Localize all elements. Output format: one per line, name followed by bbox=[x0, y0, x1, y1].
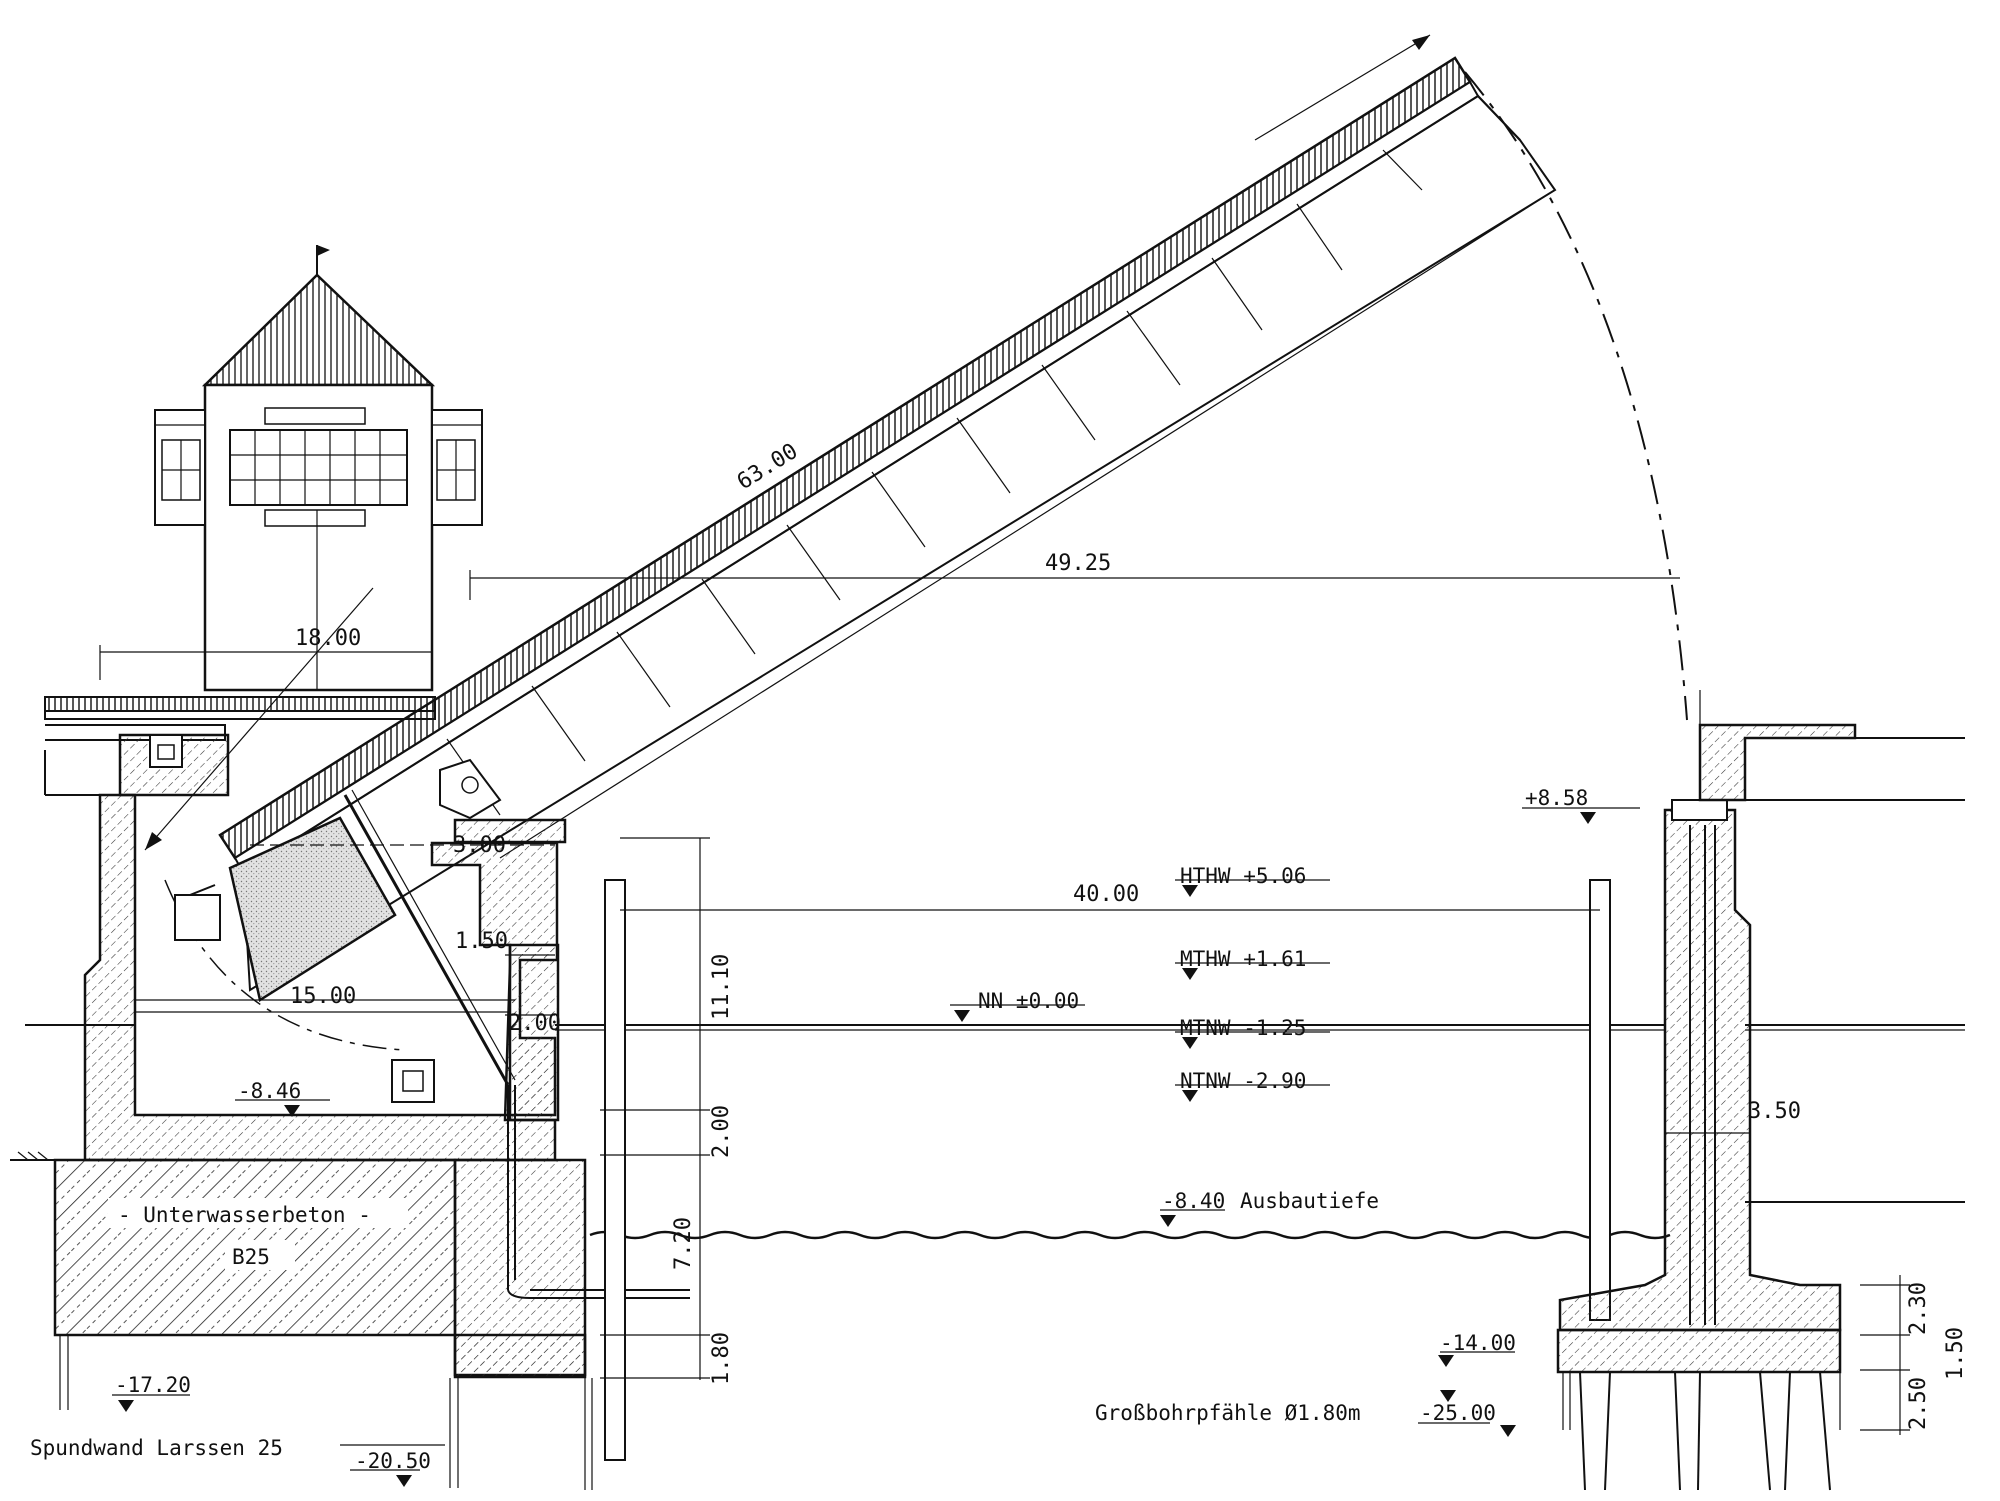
dim-3-00: 3.00 bbox=[453, 833, 506, 858]
dim-1-50-b: 1.50 bbox=[1943, 1327, 1968, 1380]
dim-clear-opening: 40.00 bbox=[1073, 882, 1139, 907]
level-dredge: -8.40 bbox=[1162, 1189, 1225, 1213]
dim-1-80: 1.80 bbox=[709, 1332, 734, 1385]
dim-3-50: 3.50 bbox=[1748, 1099, 1801, 1124]
dim-tower-width: 18.00 bbox=[295, 626, 361, 651]
control-tower bbox=[154, 245, 483, 692]
level-nn: NN ±0.00 bbox=[978, 989, 1079, 1013]
level-mtnw: MTNW -1.25 bbox=[1180, 1016, 1306, 1040]
dim-1-50: 1.50 bbox=[455, 929, 508, 954]
level-sheet-pile-toe: -20.50 bbox=[355, 1449, 431, 1473]
level-dredge-note: Ausbautiefe bbox=[1240, 1189, 1379, 1213]
dim-2-00: 2.00 bbox=[508, 1011, 561, 1036]
level-base-left: -17.20 bbox=[115, 1373, 191, 1397]
level-top-right: +8.58 bbox=[1525, 786, 1588, 810]
level-mthw: MTHW +1.61 bbox=[1180, 947, 1306, 971]
dim-7-20: 7.20 bbox=[671, 1217, 696, 1270]
level-hthw: HTHW +5.06 bbox=[1180, 864, 1306, 888]
label-bored-piles: Großbohrpfähle Ø1.80m bbox=[1095, 1401, 1361, 1425]
left-pier bbox=[83, 733, 690, 1379]
dim-11-10: 11.10 bbox=[709, 954, 734, 1020]
dim-2-30: 2.30 bbox=[1906, 1282, 1931, 1335]
level-pit-floor: -8.46 bbox=[238, 1079, 301, 1103]
underwater-concrete-block bbox=[10, 1151, 593, 1490]
label-underwater-concrete: - Unterwasserbeton - bbox=[118, 1203, 371, 1227]
dim-pit-width: 15.00 bbox=[290, 984, 356, 1009]
dimension-lines bbox=[99, 570, 1910, 1435]
level-pile-toe: -25.00 bbox=[1420, 1401, 1496, 1425]
bascule-leaf bbox=[184, 56, 1557, 1002]
level-markers bbox=[112, 807, 1640, 1487]
dim-2-50: 2.50 bbox=[1906, 1377, 1931, 1430]
right-approach-deck bbox=[1698, 690, 1965, 802]
right-pier bbox=[1556, 799, 1842, 1491]
label-sheet-pile: Spundwand Larssen 25 bbox=[30, 1436, 283, 1460]
label-concrete-grade: B25 bbox=[232, 1245, 270, 1269]
level-base-right: -14.00 bbox=[1440, 1331, 1516, 1355]
waterway bbox=[25, 879, 1965, 1461]
dim-span-to-pivot: 49.25 bbox=[1045, 551, 1111, 576]
opening-arc bbox=[144, 34, 1688, 1051]
level-ntnw: NTNW -2.90 bbox=[1180, 1069, 1306, 1093]
dim-2-00-b: 2.00 bbox=[709, 1105, 734, 1158]
